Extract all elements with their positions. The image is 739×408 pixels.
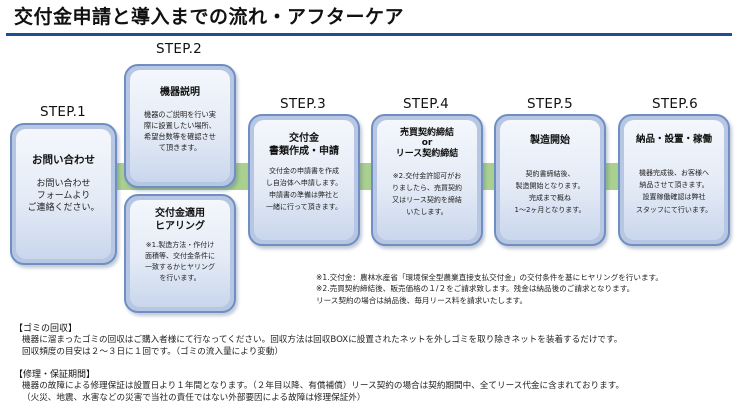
step-3-title: 交付金 書類作成・申請 [269,133,339,157]
step-4-title: 売買契約締結 or リース契約締結 [395,128,459,159]
step-6-label: STEP.6 [652,96,699,112]
step-2-label: STEP.2 [156,41,203,57]
step-5-label: STEP.5 [527,96,574,112]
warranty-heading: 【修理・保証期間】 [14,370,96,380]
step-5-body: 契約書締結後、 製造開始となります。 完成まで概ね 1～2ヶ月となります。 [514,169,586,215]
step-6-title: 納品・設置・稼働 [635,134,712,145]
step-5-title: 製造開始 [530,135,570,146]
step-6-card: 納品・設置・稼働 機器完成後、お客様へ 納品させて頂きます。 設置稼働確認は弊社… [618,114,730,246]
step-6-body: 機器完成後、お客様へ 納品させて頂きます。 設置稼働確認は弊社 スタッフにて行い… [635,168,713,214]
step-4-card: 売買契約締結 or リース契約締結 ※2.交付金許認可がお りましたら、売買契約… [371,114,483,246]
step-3-card: 交付金 書類作成・申請 交付金の申請書を作成 し自治体へ申請します。 申請書の準… [248,114,360,246]
step-2-top-title: 機器説明 [160,87,200,98]
step-2-top-body: 機器のご説明を行い実 際に設置したい場所、 希望台数等を確認させ て頂きます。 [144,109,216,152]
step-1-card: お問い合わせ お問い合わせ フォームより ご連絡ください。 [10,123,117,265]
step-2-bottom-body: ※1.製造方法・作付け 面積等、交付金条件に 一致するかヒヤリング を行います。 [145,241,215,282]
step-1-label: STEP.1 [40,104,87,120]
page-title: 交付金申請と導入までの流れ・アフターケア [14,6,405,28]
garbage-text: 機器に溜まったゴミの回収はご購入者様にて行なってください。回収方法は回収BOXに… [22,335,623,358]
garbage-heading: 【ゴミの回収】 [14,324,78,334]
title-underline [6,33,732,36]
step-2-top-card: 機器説明 機器のご説明を行い実 際に設置したい場所、 希望台数等を確認させ て頂… [124,64,236,188]
footnotes: ※1.交付金：農林水産省「環境保全型農業直接支払交付金」の交付条件を基にヒヤリン… [316,273,663,305]
step-2-bottom-card: 交付金適用 ヒアリング ※1.製造方法・作付け 面積等、交付金条件に 一致するか… [124,194,236,313]
step-3-body: 交付金の申請書を作成 し自治体へ申請します。 申請書の準備は弊社と 一緒に行って… [265,167,343,211]
step-5-card: 製造開始 契約書締結後、 製造開始となります。 完成まで概ね 1～2ヶ月となりま… [494,114,606,246]
step-2-bottom-title: 交付金適用 ヒアリング [155,208,205,232]
step-4-label: STEP.4 [403,96,450,112]
step-1-body: お問い合わせ フォームより ご連絡ください。 [27,179,100,213]
step-3-label: STEP.3 [280,96,327,112]
step-1-title: お問い合わせ [32,154,95,166]
warranty-text: 機器の故障による修理保証は設置日より１年間となります。（２年目以降、有償補償）リ… [22,381,625,404]
step-4-body: ※2.交付金許認可がお りましたら、売買契約 又はリース契約を締結 いたします。 [392,172,462,216]
